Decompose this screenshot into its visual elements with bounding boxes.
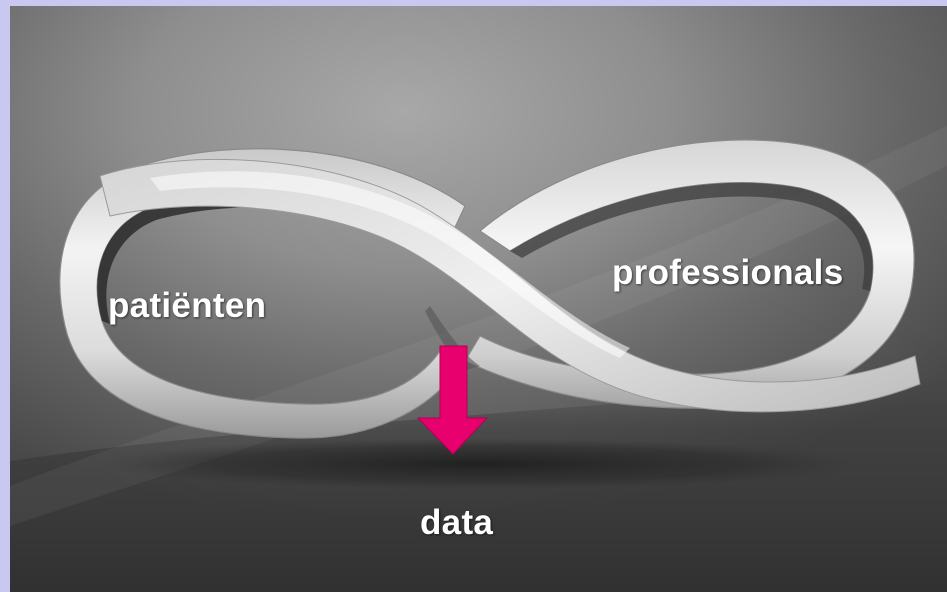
diagram-canvas: patiënten professionals data xyxy=(10,6,947,592)
label-professionals: professionals xyxy=(612,253,844,292)
label-data: data xyxy=(420,503,494,542)
right-loop-inner-edge xyxy=(510,182,873,291)
ribbon-shadow xyxy=(100,438,860,490)
infinity-diagram xyxy=(10,126,947,592)
crossing-highlight xyxy=(150,171,630,358)
down-arrow-icon xyxy=(416,345,489,455)
label-patients: patiënten xyxy=(108,286,267,325)
